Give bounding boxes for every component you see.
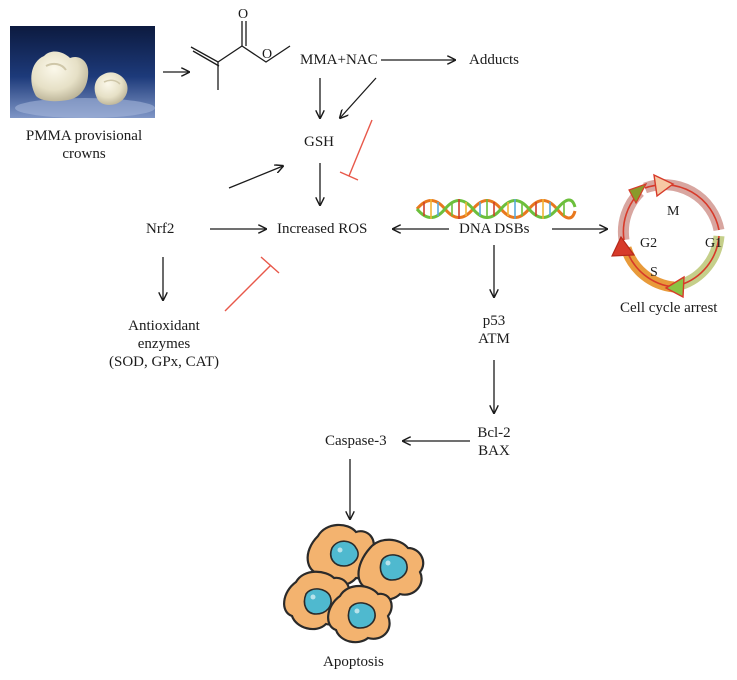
node-cell-cycle-arrest: Cell cycle arrest bbox=[620, 300, 718, 316]
arrow-mmanac-diag-to-gsh bbox=[340, 77, 377, 118]
node-nrf2: Nrf2 bbox=[146, 221, 175, 237]
apoptotic-cells-icon bbox=[283, 523, 425, 644]
node-p53: p53 bbox=[482, 313, 506, 329]
node-apoptosis: Apoptosis bbox=[323, 654, 384, 670]
antioxidant-line1: Antioxidant bbox=[128, 318, 200, 334]
node-bcl2-bax: Bcl-2 BAX bbox=[464, 424, 524, 460]
node-dna-dsbs: DNA DSBs bbox=[459, 221, 530, 237]
dna-helix-icon bbox=[415, 198, 577, 220]
photo-caption: PMMA provisional crowns bbox=[8, 127, 160, 163]
arrow-nrf2-diag-to-gsh bbox=[228, 166, 283, 189]
node-increased-ros: Increased ROS bbox=[277, 221, 368, 237]
node-bcl2: Bcl-2 bbox=[477, 425, 511, 441]
antioxidant-line3: (SOD, GPx, CAT) bbox=[108, 354, 219, 370]
inhibit-antioxidant-to-ros bbox=[224, 264, 272, 312]
node-mma-nac: MMA+NAC bbox=[300, 52, 378, 68]
node-atm: ATM bbox=[478, 331, 510, 347]
pmma-crowns-photo bbox=[10, 26, 155, 118]
phase-g1-label: G1 bbox=[705, 236, 722, 251]
molecule-oxygen-ester: O bbox=[262, 47, 272, 62]
crown-small bbox=[94, 72, 128, 105]
node-p53-atm: p53 ATM bbox=[464, 312, 524, 348]
phase-g2-label: G2 bbox=[640, 236, 657, 251]
crown-large bbox=[31, 51, 89, 102]
cell-cycle-icon bbox=[611, 173, 725, 299]
phase-m-label: M bbox=[667, 204, 680, 219]
antioxidant-line2: enzymes bbox=[137, 336, 191, 352]
node-caspase3: Caspase-3 bbox=[325, 433, 387, 449]
photo-caption-line1: PMMA provisional bbox=[25, 128, 143, 144]
node-gsh: GSH bbox=[304, 134, 335, 150]
node-antioxidant-enzymes: Antioxidant enzymes (SOD, GPx, CAT) bbox=[96, 317, 232, 371]
node-bax: BAX bbox=[478, 443, 510, 459]
inhibit-mmanac-to-ros bbox=[348, 119, 373, 177]
photo-caption-line2: crowns bbox=[62, 146, 106, 162]
molecule-oxygen-carbonyl: O bbox=[238, 7, 248, 22]
mma-molecule bbox=[190, 21, 291, 90]
phase-s-label: S bbox=[650, 265, 658, 280]
node-adducts: Adducts bbox=[469, 52, 519, 68]
